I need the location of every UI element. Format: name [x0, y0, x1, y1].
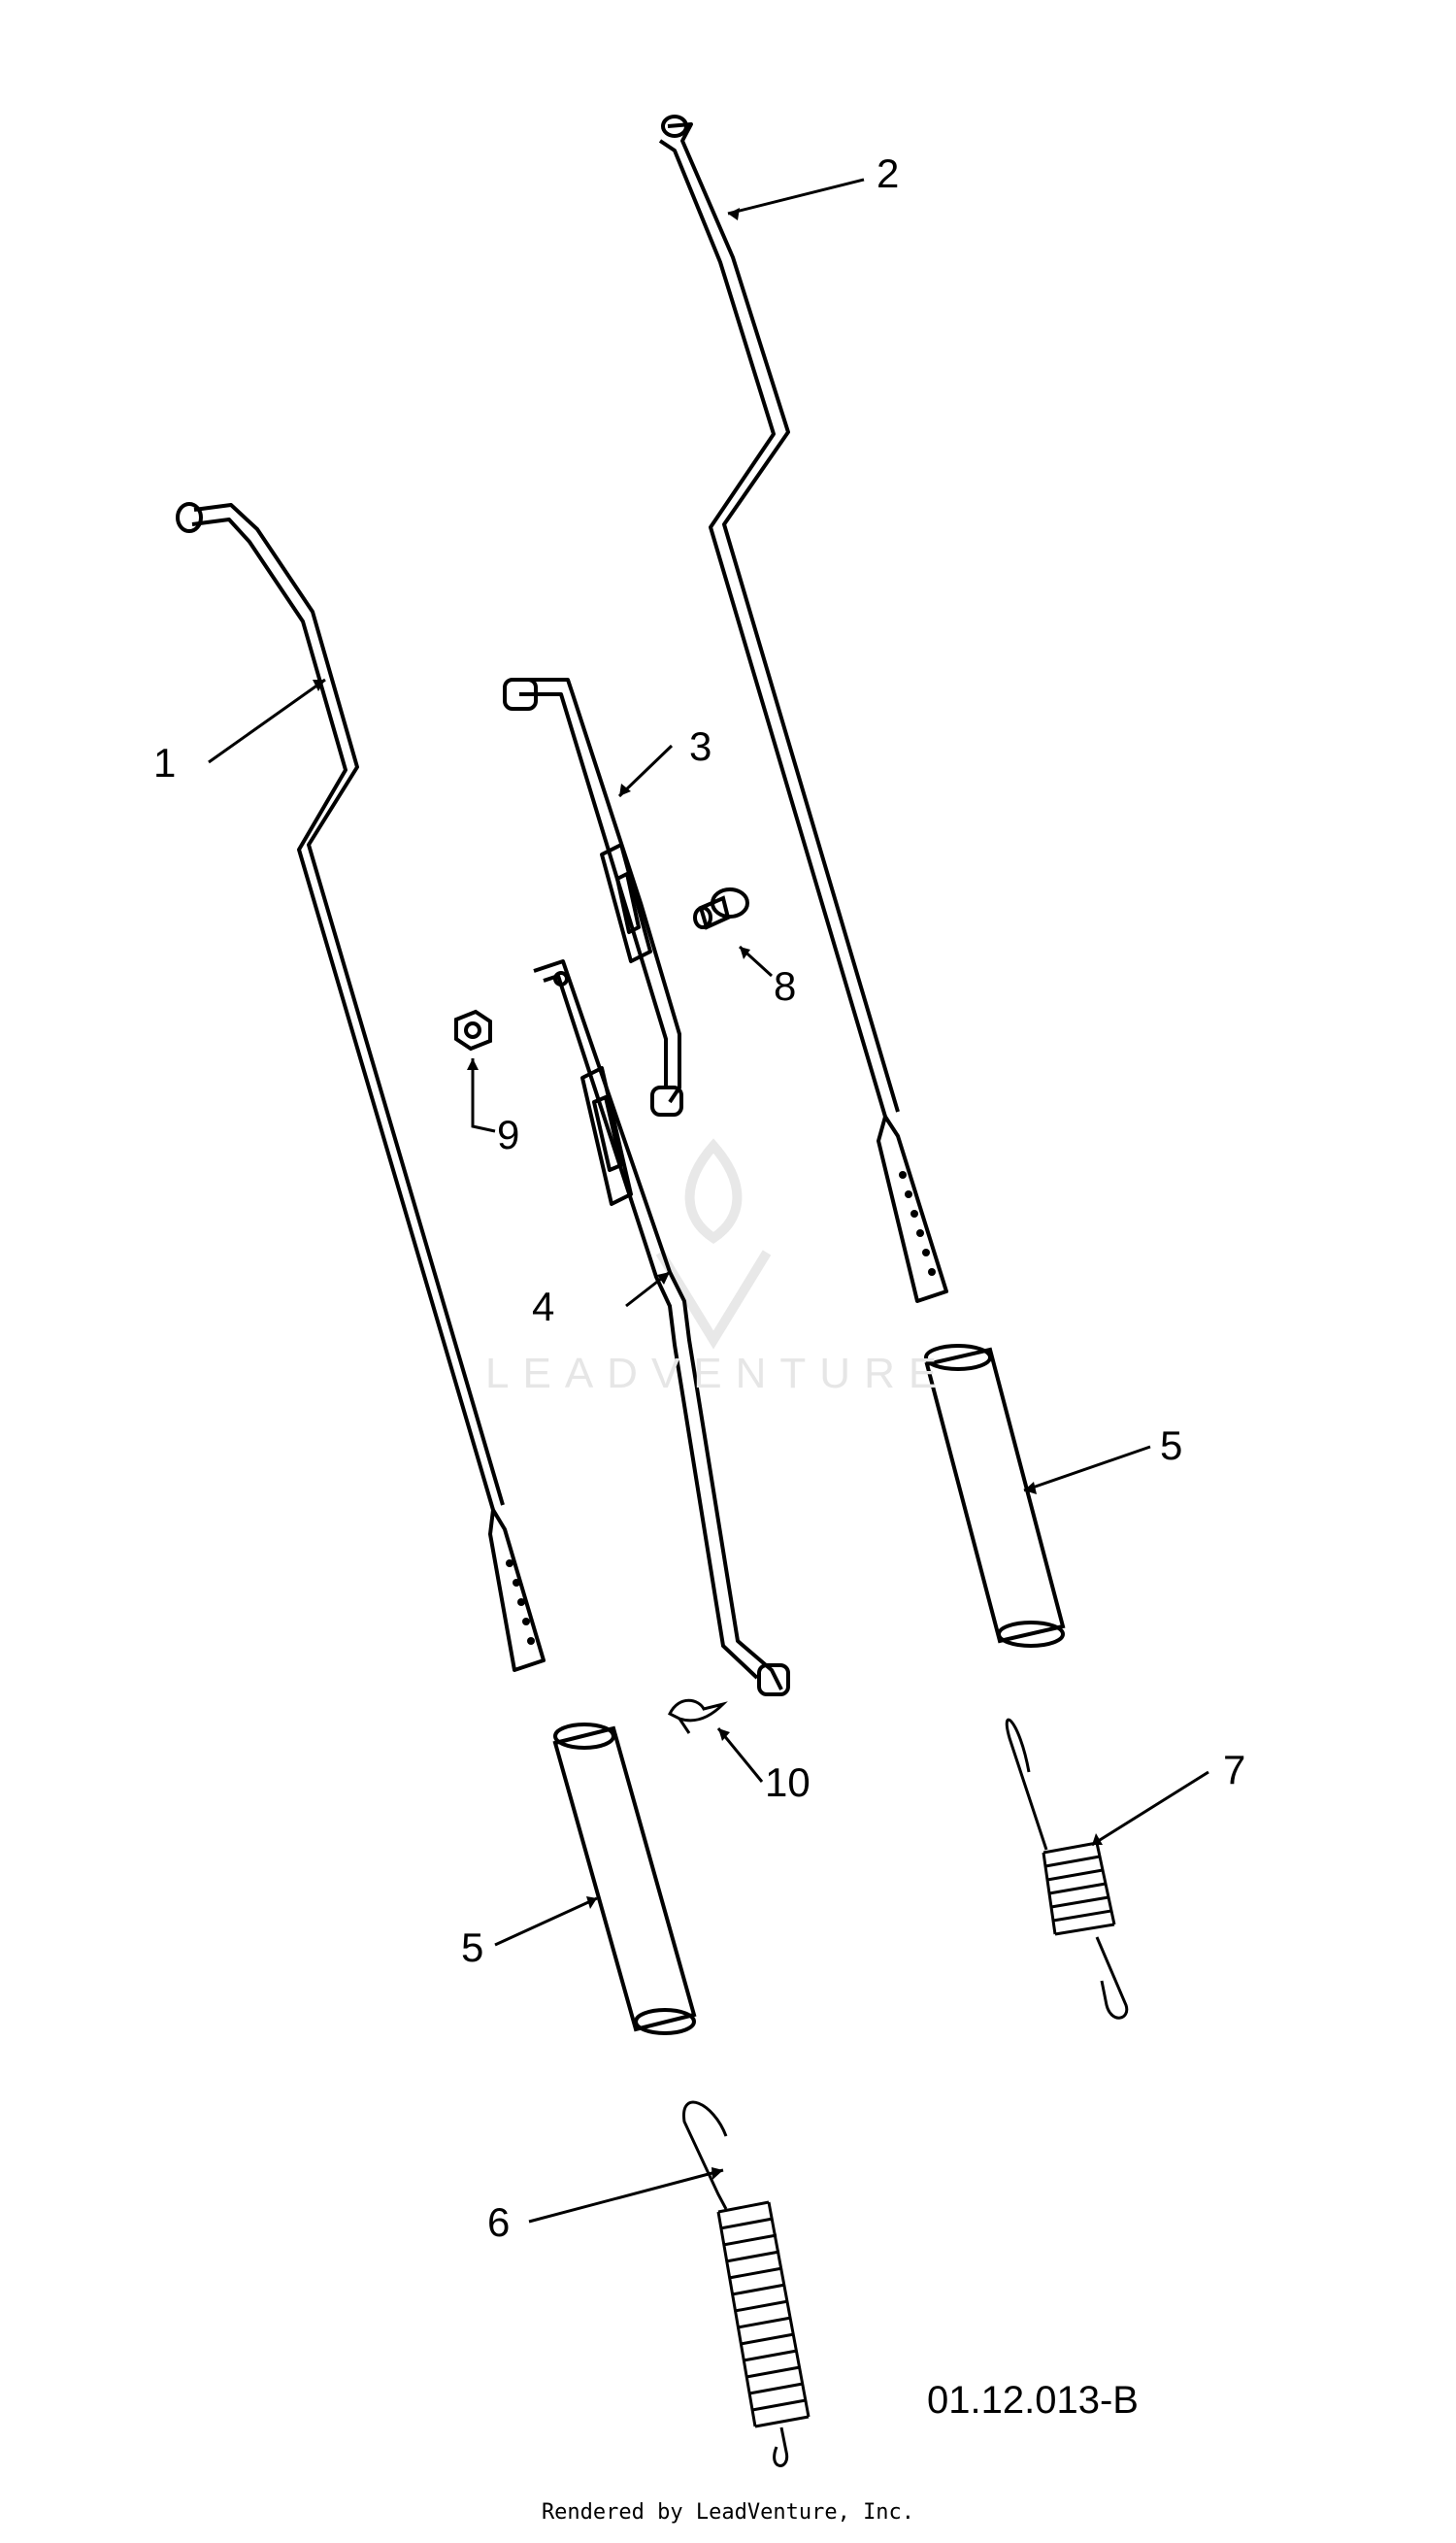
- spring-part-6: [682, 2100, 811, 2467]
- callout-5-lower: 5: [461, 1924, 484, 1970]
- nut-part-9: [454, 1009, 492, 1052]
- callout-6: 6: [487, 2199, 511, 2245]
- callout-10: 10: [765, 1759, 811, 1805]
- diagram-part-code: 01.12.013-B: [927, 2379, 1139, 2422]
- link-part-3: [503, 678, 683, 1117]
- watermark-text: LEADVENTURE: [485, 1350, 951, 1397]
- callout-7: 7: [1223, 1747, 1246, 1792]
- tube-part-5-lower: [552, 1723, 697, 2035]
- callout-4: 4: [532, 1284, 555, 1329]
- callout-3: 3: [689, 723, 712, 769]
- callout-9: 9: [497, 1112, 520, 1157]
- tube-part-5-upper: [924, 1344, 1066, 1648]
- bolt-part-8: [693, 887, 749, 930]
- callout-8: 8: [774, 963, 797, 1009]
- rod-part-2: [658, 115, 948, 1303]
- spring-part-7: [1005, 1718, 1129, 2020]
- callout-2: 2: [877, 151, 900, 196]
- leader-arrowheads: [313, 208, 1103, 2180]
- watermark-logo: [655, 1138, 772, 1350]
- render-credit: Rendered by LeadVenture, Inc.: [541, 2500, 915, 2525]
- callout-5-upper: 5: [1160, 1422, 1183, 1468]
- clip-part-10: [667, 1698, 728, 1734]
- link-part-4: [533, 959, 790, 1696]
- rod-part-1: [176, 502, 546, 1672]
- callout-1: 1: [153, 740, 177, 786]
- leader-lines: [208, 178, 1209, 2224]
